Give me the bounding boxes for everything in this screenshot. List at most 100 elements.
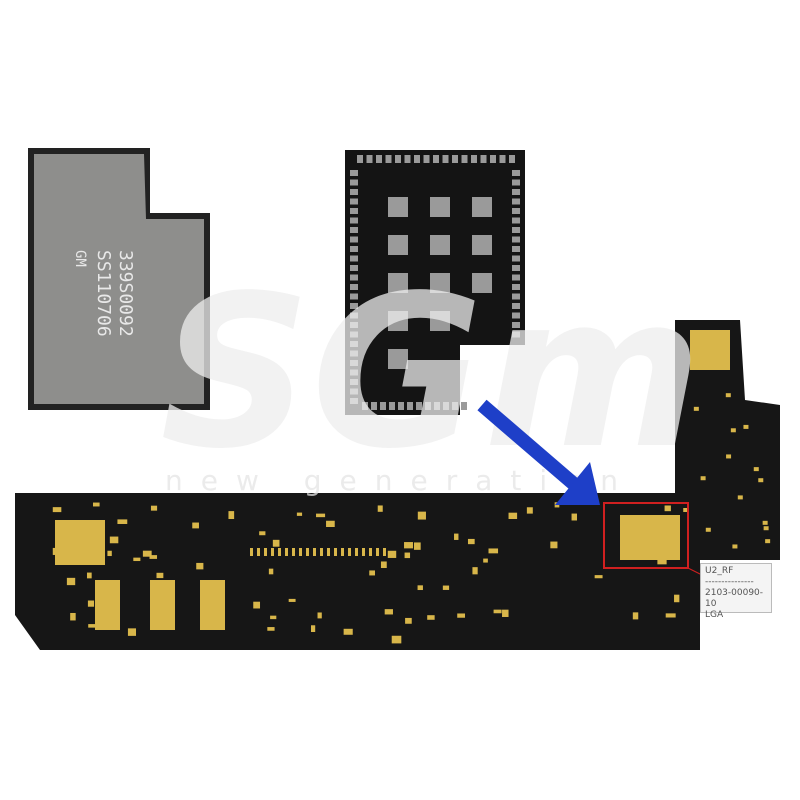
board-component bbox=[731, 428, 736, 432]
board-component bbox=[405, 553, 410, 559]
board-component bbox=[133, 558, 140, 561]
watermark: SGm new generation bbox=[160, 250, 702, 497]
connector-pin bbox=[327, 548, 330, 556]
edge-pad bbox=[350, 199, 358, 205]
board-component bbox=[392, 636, 402, 644]
part-label: U2_RF --------------- 2103-00090-10 LGA bbox=[700, 563, 772, 613]
board-component bbox=[316, 514, 325, 518]
connector-pin bbox=[334, 548, 337, 556]
board-component bbox=[107, 551, 111, 556]
board-component bbox=[267, 627, 274, 631]
board-component bbox=[297, 513, 302, 516]
board-component bbox=[595, 575, 603, 578]
board-component bbox=[726, 393, 731, 397]
watermark-logo: SGm bbox=[160, 250, 702, 495]
board-component bbox=[53, 548, 63, 555]
edge-pad bbox=[443, 155, 449, 163]
edge-pad bbox=[395, 155, 401, 163]
board-component bbox=[502, 610, 509, 617]
board-component bbox=[117, 519, 127, 524]
board-component bbox=[270, 616, 276, 619]
connector-pin bbox=[257, 548, 260, 556]
board-component bbox=[311, 625, 315, 632]
board-component bbox=[53, 507, 62, 512]
edge-pad bbox=[350, 237, 358, 243]
connector-pin bbox=[271, 548, 274, 556]
board-component bbox=[550, 542, 557, 549]
board-component bbox=[472, 567, 477, 574]
board-pad bbox=[200, 580, 225, 630]
connector-pin bbox=[348, 548, 351, 556]
board-component bbox=[764, 526, 769, 530]
edge-pad bbox=[376, 155, 382, 163]
board-component bbox=[754, 467, 759, 471]
connector-pin bbox=[250, 548, 253, 556]
board-component bbox=[738, 495, 743, 499]
connector-pin bbox=[362, 548, 365, 556]
edge-pad bbox=[512, 189, 520, 195]
board-pad bbox=[95, 580, 120, 630]
edge-pad bbox=[350, 180, 358, 186]
connector-pin bbox=[264, 548, 267, 556]
board-component bbox=[414, 542, 421, 549]
edge-pad bbox=[405, 155, 411, 163]
board-component bbox=[88, 601, 94, 607]
edge-pad bbox=[512, 199, 520, 205]
board-component bbox=[269, 569, 273, 575]
center-pad bbox=[472, 197, 492, 217]
board-component bbox=[378, 505, 383, 511]
connector-pin bbox=[313, 548, 316, 556]
board-component bbox=[192, 523, 199, 529]
edge-pad bbox=[350, 208, 358, 214]
board-component bbox=[259, 531, 265, 535]
connector-pin bbox=[306, 548, 309, 556]
edge-pad bbox=[512, 208, 520, 214]
board-component bbox=[253, 602, 260, 609]
board-component bbox=[210, 580, 219, 586]
edge-pad bbox=[512, 227, 520, 233]
board-component bbox=[70, 613, 75, 620]
board-component bbox=[369, 570, 375, 575]
board-component bbox=[87, 573, 92, 579]
edge-pad bbox=[367, 155, 373, 163]
board-component bbox=[726, 454, 731, 458]
edge-pad bbox=[512, 237, 520, 243]
board-component bbox=[88, 624, 96, 628]
board-component bbox=[657, 557, 666, 564]
edge-pad bbox=[350, 218, 358, 224]
edge-pad bbox=[414, 155, 420, 163]
edge-pad bbox=[462, 155, 468, 163]
edge-pad bbox=[350, 189, 358, 195]
board-component bbox=[196, 563, 203, 569]
board-component bbox=[443, 586, 449, 590]
board-component bbox=[128, 628, 136, 636]
board-component bbox=[156, 573, 163, 578]
board-component bbox=[758, 478, 763, 482]
connector-pin bbox=[299, 548, 302, 556]
edge-pad bbox=[481, 155, 487, 163]
board-component bbox=[273, 540, 280, 547]
connector-pin bbox=[383, 548, 386, 556]
board-component bbox=[572, 514, 577, 521]
board-component bbox=[457, 613, 465, 617]
board-component bbox=[151, 506, 157, 511]
board-component bbox=[633, 612, 638, 619]
board-component bbox=[85, 538, 91, 543]
board-component bbox=[527, 507, 533, 513]
board-component bbox=[93, 503, 100, 507]
board-component bbox=[418, 512, 426, 520]
part-ref: U2_RF bbox=[705, 566, 767, 577]
chip-marking-line3: GM bbox=[72, 250, 88, 267]
board-component bbox=[427, 615, 434, 620]
connector-pin bbox=[376, 548, 379, 556]
board-component bbox=[143, 551, 152, 557]
board-component bbox=[110, 537, 118, 544]
board-component bbox=[405, 618, 412, 624]
board-component bbox=[381, 561, 387, 568]
board-component bbox=[385, 609, 393, 614]
connector-pin bbox=[355, 548, 358, 556]
board-component bbox=[665, 505, 671, 511]
edge-pad bbox=[424, 155, 430, 163]
edge-pad bbox=[512, 218, 520, 224]
